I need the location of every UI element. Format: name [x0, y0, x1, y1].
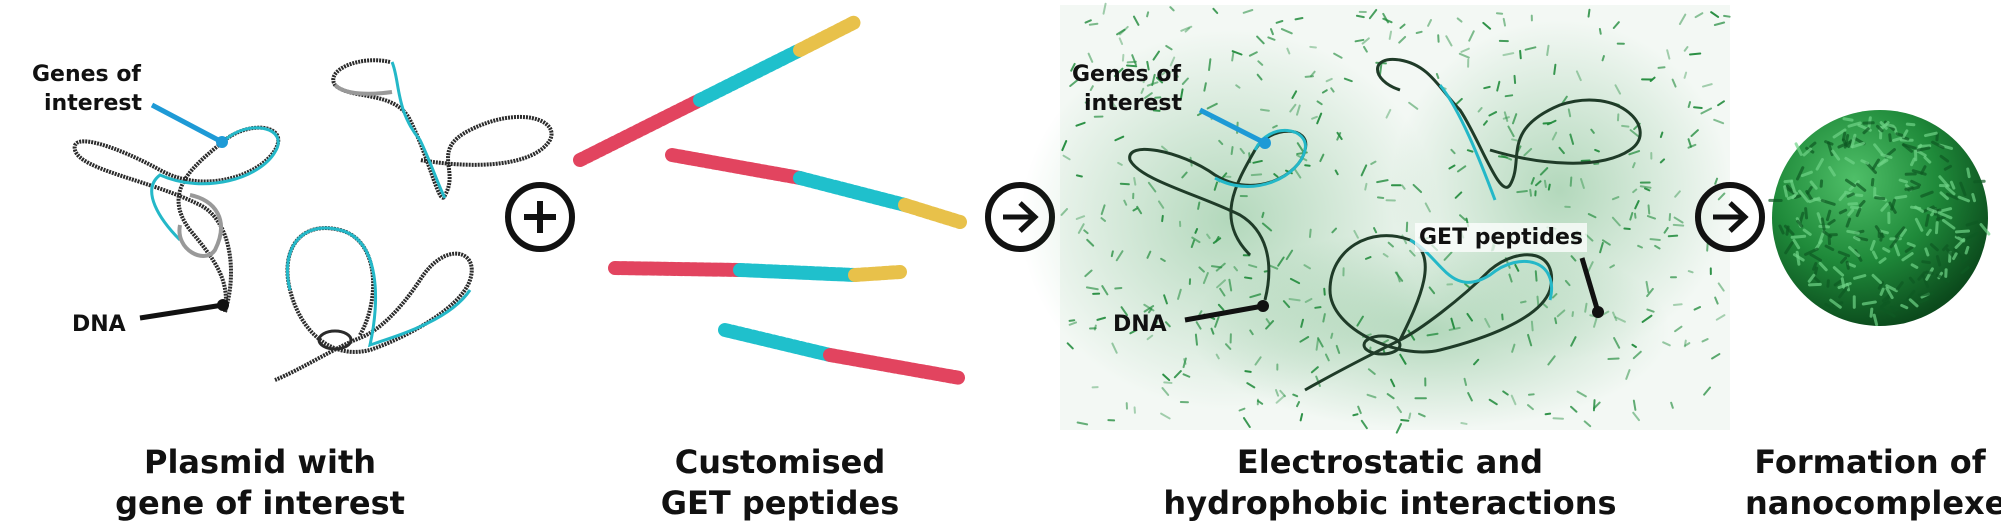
dna-pointer-dot	[217, 299, 229, 311]
dna-callout-label: DNA	[72, 312, 126, 337]
dna-strand	[1128, 129, 1308, 301]
plus-operator	[505, 182, 575, 252]
caption-peptides: Customised GET peptides	[630, 442, 930, 524]
genes-pointer-dot	[1259, 137, 1271, 149]
dna-pointer-line	[1184, 303, 1264, 323]
peptide-chain	[573, 15, 862, 167]
peptides-illustration	[573, 15, 967, 385]
peptides-pointer-line	[1579, 257, 1601, 313]
plasmid-dna-strand	[331, 58, 554, 200]
caption-plasmid-line2: gene of interest	[115, 484, 405, 522]
genes-callout-line2: interest	[44, 91, 143, 116]
genes-pointer-line	[150, 102, 224, 145]
nanocomplex-sphere	[1772, 110, 1988, 326]
genes-callout-line1: Genes of	[1072, 62, 1182, 87]
nanocomplex-illustration	[1768, 110, 1991, 327]
caption-plasmid-line1: Plasmid with	[143, 443, 377, 481]
genes-callout-label: Genes of interest	[1072, 60, 1182, 118]
dna-strand	[1304, 234, 1554, 392]
caption-interactions-line2: hydrophobic interactions	[1163, 484, 1617, 522]
dna-pointer-line	[139, 302, 224, 321]
plasmid-gene-segment	[150, 126, 280, 242]
peptide-chain	[718, 323, 967, 385]
genes-callout-line2: interest	[1084, 91, 1183, 116]
peptides-pointer-dot	[1592, 306, 1604, 318]
genes-pointer-dot	[216, 136, 228, 148]
plasmid-dna-strand	[274, 226, 474, 382]
plus-icon	[524, 201, 556, 233]
caption-nanocomplex: Formation of nanocomplexes	[1745, 442, 2001, 524]
dna-callout-label: DNA	[1113, 312, 1167, 337]
peptides-callout-label: GET peptides	[1415, 223, 1587, 252]
genes-pointer-line	[1198, 107, 1267, 146]
dna-pointer-dot	[1257, 300, 1269, 312]
genes-callout-line1: Genes of	[32, 62, 142, 87]
peptide-chain	[665, 148, 967, 229]
caption-peptides-line1: Customised	[674, 443, 886, 481]
plasmid-dna-strand	[72, 125, 281, 313]
caption-interactions-line1: Electrostatic and	[1236, 443, 1544, 481]
caption-peptides-line2: GET peptides	[660, 484, 900, 522]
caption-nanocomplex-line2: nanocomplexes	[1745, 484, 2001, 522]
arrow-right-icon	[1713, 201, 1749, 233]
plasmid-illustration	[72, 58, 554, 382]
caption-interactions: Electrostatic and hydrophobic interactio…	[1160, 442, 1620, 524]
peptide-chain	[608, 261, 907, 282]
nanocomplex-texture	[1768, 116, 1991, 327]
caption-plasmid: Plasmid with gene of interest	[110, 442, 410, 524]
dna-strand	[1376, 57, 1642, 189]
caption-nanocomplex-line1: Formation of	[1754, 443, 1986, 481]
interactions-illustration	[1020, 2, 1731, 434]
arrow-operator	[1695, 182, 1765, 252]
genes-callout-label: Genes of interest	[32, 60, 142, 118]
